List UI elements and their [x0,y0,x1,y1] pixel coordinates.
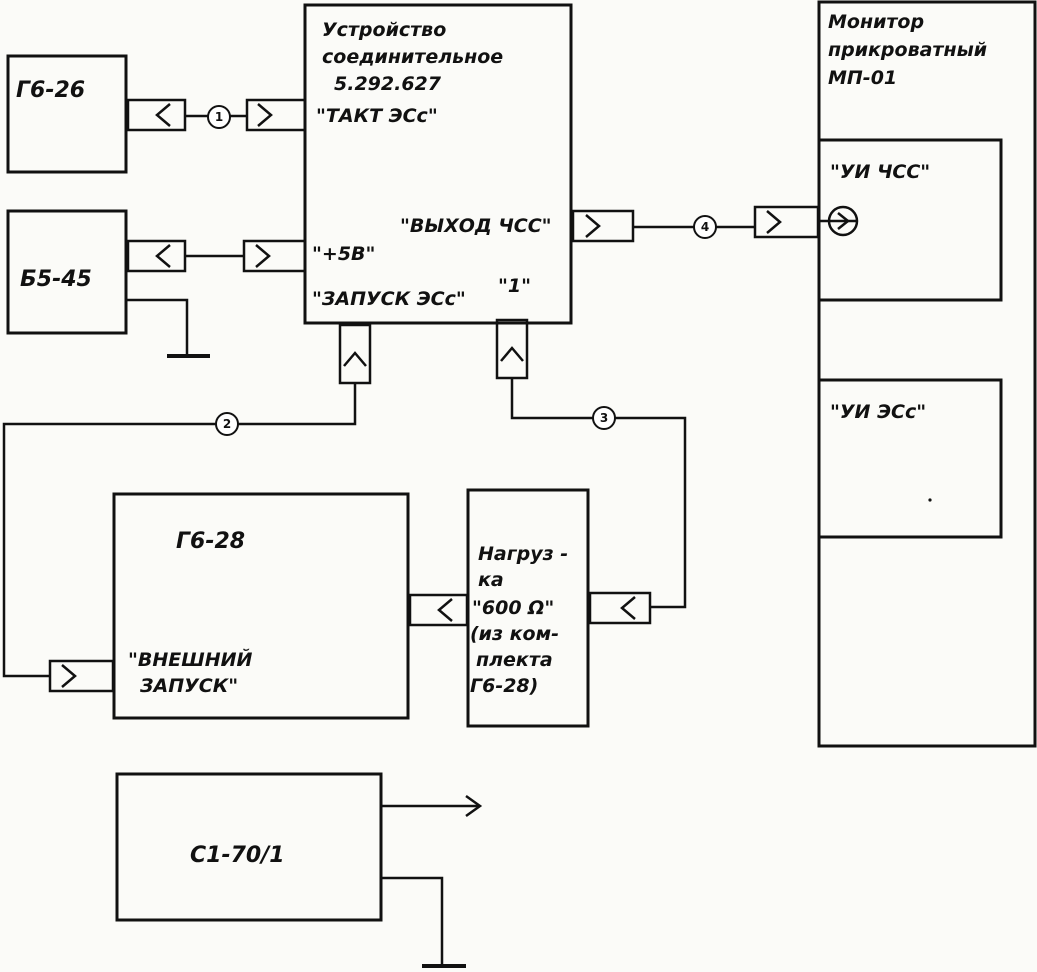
connector-device-output-chss [571,209,635,243]
cable-4-number: 4 [701,220,709,234]
cable-2-wire [2,383,357,678]
b5-45-ground-wire [126,298,189,356]
port-output-chss: "ВЫХОД ЧСС" [400,215,552,237]
b5-45-block [6,209,128,335]
ui-ess-module [817,378,1003,539]
connector-device-one [495,318,529,380]
g6-28-block [112,492,410,720]
device-name-line2: соединительное [322,46,503,68]
cable-2-marker: 2 [215,412,239,436]
connector-g6-28-external-trigger [48,659,115,693]
load-line5: плекта [476,649,553,671]
ui-ess-label: "УИ ЭСс" [830,401,926,423]
load-line6: Г6-28) [470,675,538,697]
device-number: 5.292.627 [334,73,442,95]
cable-3-marker: 3 [592,406,616,430]
b5-45-label: Б5-45 [20,267,92,292]
connecting-device-block [303,3,573,325]
connector-device-zapusk [338,323,372,385]
monitor-name-line3: МП-01 [828,67,897,89]
port-takt-ess: "ТАКТ ЭСс" [316,105,438,127]
load-line1: Нагруз - [478,543,568,565]
connector-b5-45-out [126,239,187,273]
load-line3: "600 Ω" [472,597,554,619]
cable-1-marker: 1 [207,105,231,129]
bedside-monitor-block [817,0,1037,748]
ui-chss-jack-arrow [837,212,851,230]
connector-device-plus5v [242,239,307,273]
load-line4: (из ком- [470,623,559,645]
c1-70-ground-wire [381,876,444,966]
c1-70-block [115,772,383,922]
ui-chss-input-jack [827,205,859,237]
connector-load-in [588,591,652,625]
connector-g6-28-out [408,593,469,627]
cable-2-number: 2 [223,417,231,431]
port-zapusk-ess: "ЗАПУСК ЭСс" [312,288,466,310]
connector-monitor-ui-chss [753,205,820,239]
cable-3-wire [510,378,687,609]
g6-26-label: Г6-26 [16,78,85,103]
device-name-line1: Устройство [322,19,446,41]
port-external-trigger-line1: "ВНЕШНИЙ [128,648,253,671]
load-line2: ка [478,569,504,591]
c1-70-input-arrow [465,794,483,818]
connector-device-takt [245,98,307,132]
cable-3-number: 3 [600,411,608,425]
port-plus5v: "+5В" [312,243,375,265]
cable-1-number: 1 [215,110,223,124]
speck-dot [928,498,932,502]
ui-chss-label: "УИ ЧСС" [830,161,930,183]
monitor-name-line2: прикроватный [828,39,987,61]
port-external-trigger-line2: ЗАПУСК" [139,675,238,697]
c1-70-label: С1-70/1 [190,843,285,868]
g6-28-label: Г6-28 [176,529,245,554]
port-one: "1" [498,275,531,297]
monitor-name-line1: Монитор [828,11,924,33]
g6-26-block [6,54,128,174]
cable-4-marker: 4 [693,215,717,239]
connector-g6-26-out [126,98,187,132]
